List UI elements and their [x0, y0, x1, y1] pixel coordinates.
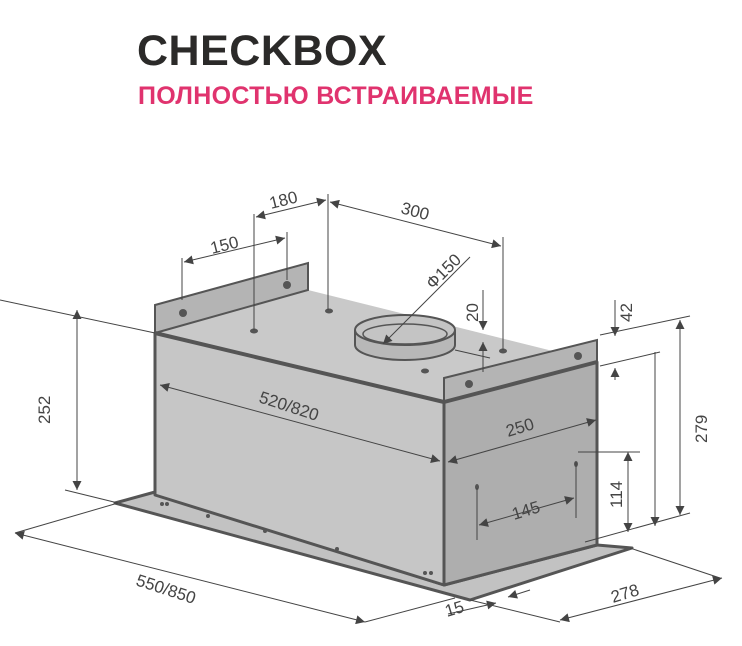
dim-42-label: 42 — [617, 303, 636, 322]
dim-279-label: 279 — [692, 415, 711, 443]
dim-252-label: 252 — [35, 396, 54, 424]
dim-150-label: 150 — [208, 233, 240, 258]
mounting-holes — [160, 308, 578, 575]
dim-114-label: 114 — [607, 481, 626, 508]
left-flange — [154, 261, 309, 335]
dimension-lines — [14, 197, 723, 625]
dim-278-label: 278 — [609, 580, 642, 606]
keyhole-icon — [179, 281, 582, 388]
dim-550-850-label: 550/850 — [134, 571, 198, 608]
duct-collar — [354, 314, 456, 361]
dim-300-label: 300 — [399, 199, 431, 225]
dim-15-label: 15 — [443, 597, 467, 621]
product-subtitle: ПОЛНОСТЬЮ ВСТРАИВАЕМЫЕ — [138, 82, 534, 110]
dim-20-label: 20 — [463, 303, 482, 322]
dim-180-label: 180 — [267, 188, 299, 213]
dim-diameter-label: Ф150 — [422, 250, 465, 293]
product-title: CHECKBOX — [137, 27, 388, 75]
